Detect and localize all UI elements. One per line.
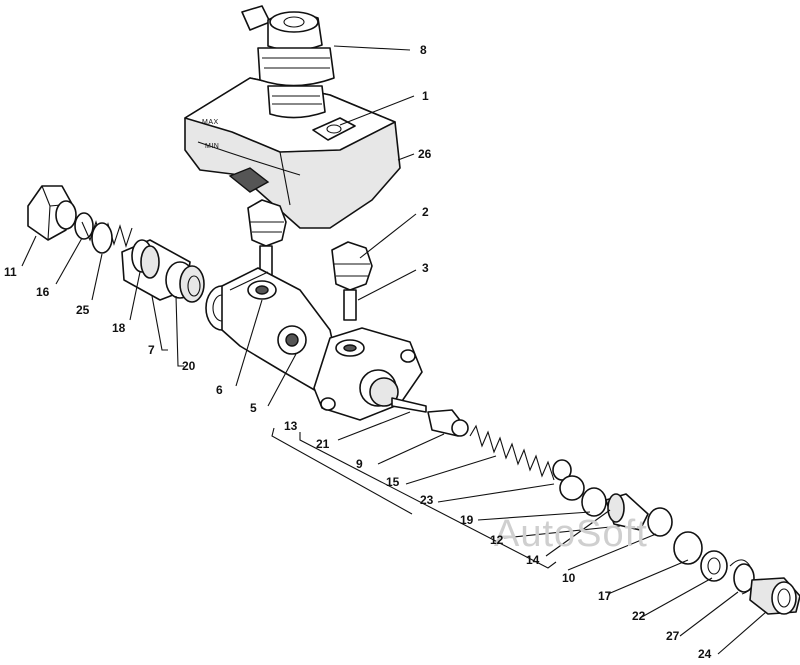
callout-19: 19 bbox=[460, 513, 474, 527]
callout-14: 14 bbox=[526, 553, 540, 567]
watermark: AutoSoft bbox=[494, 513, 648, 555]
cylinder-body bbox=[205, 267, 427, 421]
callout-6: 6 bbox=[216, 383, 223, 397]
spring-25 bbox=[81, 220, 133, 254]
callout-15: 15 bbox=[386, 475, 400, 489]
callout-1: 1 bbox=[422, 89, 429, 103]
max-mark: MAX bbox=[202, 119, 219, 126]
reservoir-cap-with-sensor bbox=[241, 5, 335, 119]
spring-seat-23 bbox=[552, 459, 585, 501]
callout-11: 11 bbox=[4, 265, 17, 279]
piston-18 bbox=[121, 239, 205, 303]
callout-23: 23 bbox=[420, 493, 434, 507]
callout-27: 27 bbox=[666, 629, 680, 643]
callout-22: 22 bbox=[632, 609, 646, 623]
callout-8: 8 bbox=[420, 43, 427, 57]
stop-sleeve-9 bbox=[427, 409, 469, 437]
circlip-27 bbox=[729, 559, 755, 595]
callout-5: 5 bbox=[250, 401, 257, 415]
end-plug bbox=[27, 185, 77, 241]
callout-18: 18 bbox=[112, 321, 126, 335]
callout-24: 24 bbox=[698, 647, 712, 661]
callout-21: 21 bbox=[316, 437, 330, 451]
leader-lines bbox=[21, 45, 767, 655]
callout-3: 3 bbox=[422, 261, 429, 275]
seal-17 bbox=[673, 531, 703, 565]
ring-14 bbox=[647, 507, 673, 537]
feed-valve-right bbox=[331, 241, 373, 321]
boot-sleeve-24 bbox=[749, 577, 800, 615]
feed-valve-left bbox=[247, 199, 287, 279]
min-mark: MIN bbox=[205, 143, 219, 150]
callout-10: 10 bbox=[562, 571, 576, 585]
callout-16: 16 bbox=[36, 285, 50, 299]
callout-9: 9 bbox=[356, 457, 363, 471]
callout-7: 7 bbox=[148, 343, 155, 357]
callout-12: 12 bbox=[490, 533, 504, 547]
spring-15 bbox=[469, 424, 555, 481]
washer-22 bbox=[700, 550, 728, 582]
callout-20: 20 bbox=[182, 359, 196, 373]
callout-17: 17 bbox=[598, 589, 612, 603]
callout-2: 2 bbox=[422, 205, 429, 219]
callout-13: 13 bbox=[284, 419, 298, 433]
callout-25: 25 bbox=[76, 303, 90, 317]
callout-26: 26 bbox=[418, 147, 432, 161]
callout-numbers: 8 1 26 2 3 11 16 25 18 7 20 6 5 13 21 9 … bbox=[4, 43, 712, 661]
piston-12 bbox=[605, 493, 649, 531]
